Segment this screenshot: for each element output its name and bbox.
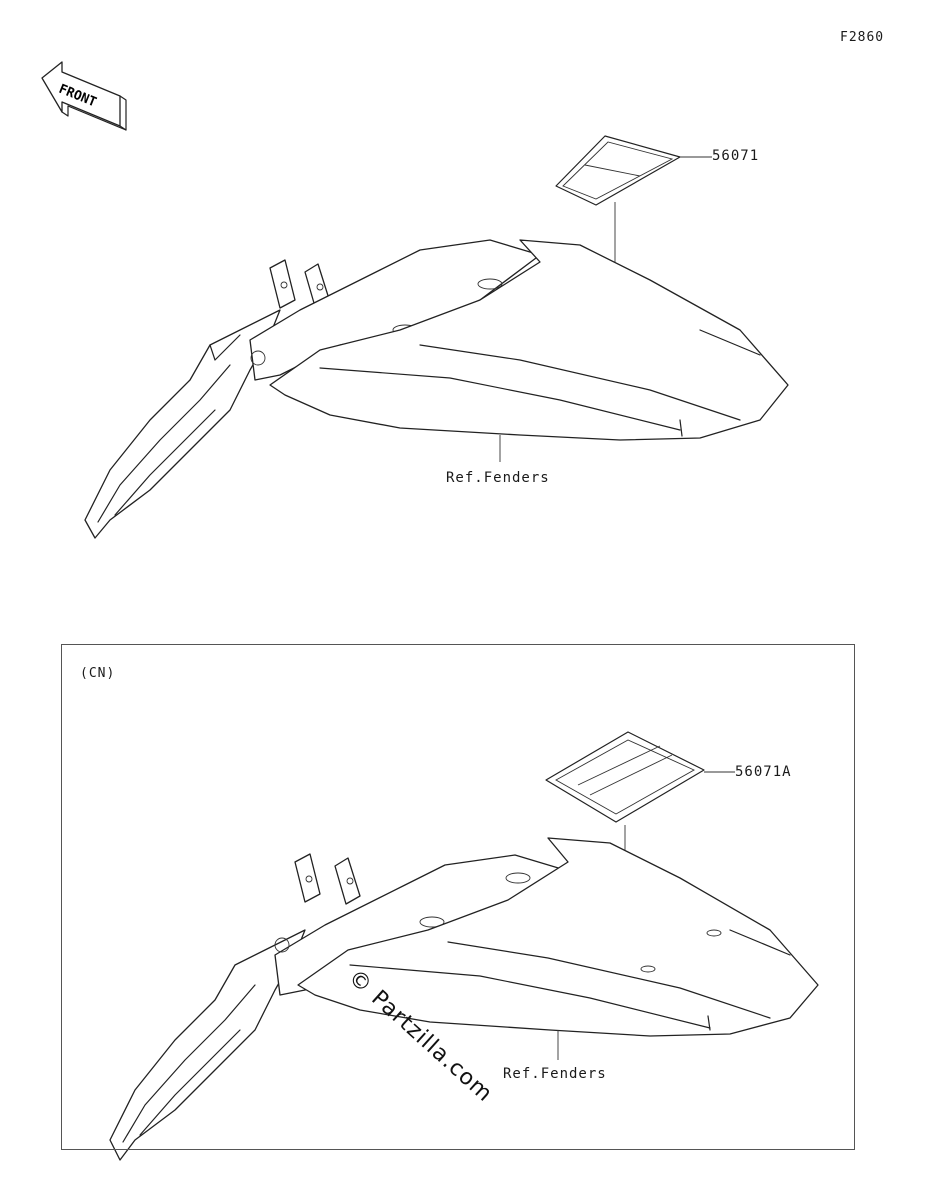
rear-fender-cn-icon	[109, 837, 819, 1161]
part-number-56071a: 56071A	[735, 764, 792, 780]
sticker-56071-icon	[555, 135, 681, 206]
sticker-56071a-icon	[545, 731, 705, 823]
part-number-56071: 56071	[712, 148, 760, 164]
figure-id: F2860	[840, 30, 885, 45]
ref-fenders-top: Ref.Fenders	[446, 470, 550, 486]
cn-variant-frame	[61, 644, 855, 1150]
ref-fenders-cn: Ref.Fenders	[503, 1066, 607, 1082]
cn-variant-tag: (CN)	[80, 666, 116, 681]
front-arrow-icon: FRONT	[41, 61, 127, 131]
rear-fender-top-icon	[84, 239, 789, 539]
